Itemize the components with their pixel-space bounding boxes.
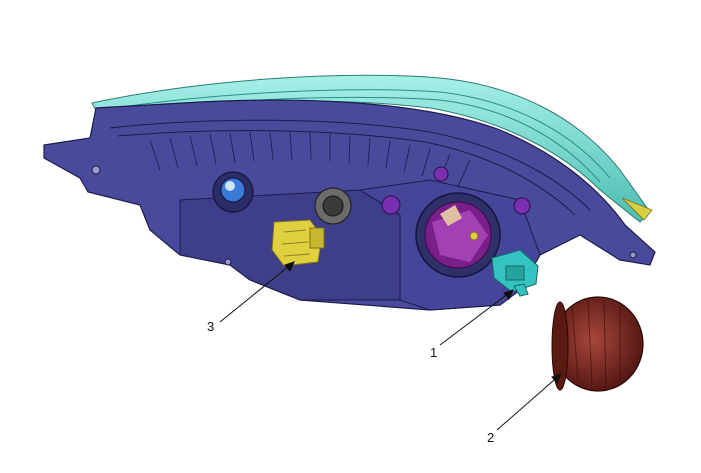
leader-line-1 <box>439 289 514 346</box>
leader-line-3 <box>219 261 295 323</box>
bulb-socket-cyan <box>491 249 539 297</box>
leader-lines <box>219 261 562 431</box>
arrowhead-1 <box>503 289 514 300</box>
leader-line-2 <box>496 373 562 431</box>
callout-3: 3 <box>207 319 214 334</box>
reflector-opening <box>415 192 501 278</box>
dust-cover-cap <box>551 296 644 392</box>
arrowhead-3 <box>284 261 295 272</box>
callout-1: 1 <box>430 345 437 360</box>
small-sockets <box>381 166 531 215</box>
bulb-socket-yellow <box>271 219 325 267</box>
center-socket <box>314 187 352 225</box>
arrowhead-2 <box>551 373 562 384</box>
callout-2: 2 <box>487 430 494 445</box>
left-socket <box>212 171 254 213</box>
